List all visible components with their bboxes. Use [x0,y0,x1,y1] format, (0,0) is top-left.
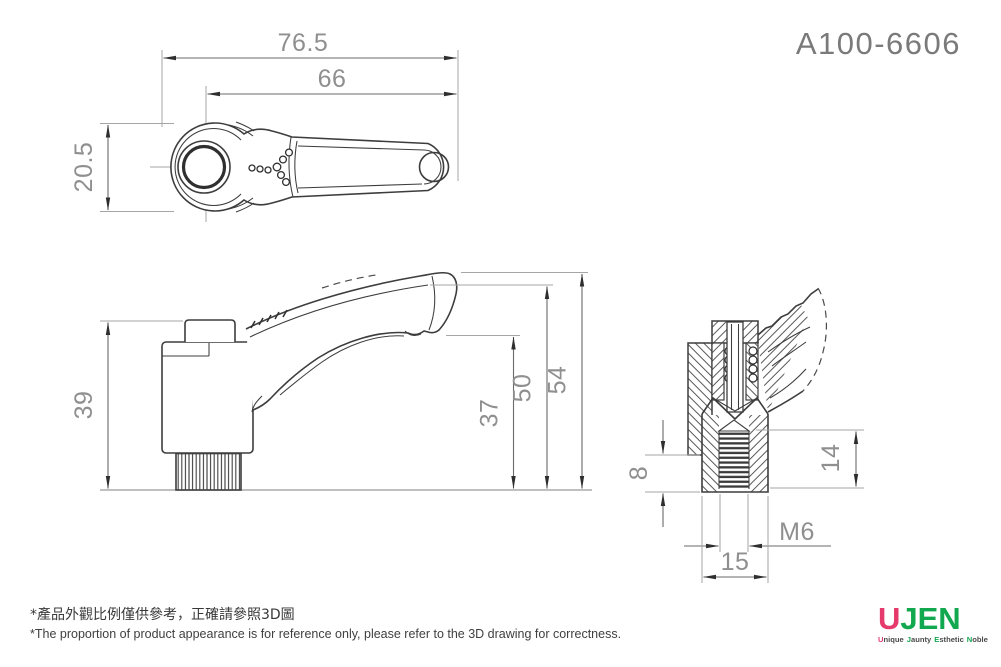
arm-end-hole [418,151,450,183]
thread-bore [719,431,749,489]
tagline-word-noble: N [966,635,973,644]
cam-chevron-inner [712,397,758,412]
clamp-body [161,341,254,454]
handle-top-inner [249,284,429,338]
dim-underside-height: 37 [446,335,520,489]
arm-inner-top [297,145,425,151]
stub-contour3 [769,368,807,399]
tagline-word-esthetic: E [934,635,940,644]
handle-hidden-edge [321,274,377,289]
dim-label-total: 54 [544,366,572,395]
dim-thread-length: 14 [756,429,864,489]
knurled-nut [175,452,242,491]
grip-dot-pattern [248,148,294,187]
dim-label-mid: 50 [509,374,537,403]
dim-label-base-width: 15 [721,548,750,576]
dim-label-arm: 66 [318,65,347,93]
handle-outline [245,271,458,411]
dim-head-width: 20.5 [70,123,174,212]
section-wall-left [711,342,725,401]
handle-root-fillet [251,395,263,413]
brand-letter-u: U [878,601,901,636]
tagline-word-jaunty: J [906,635,911,644]
side-view: 39 37 50 54 [70,271,592,491]
stub-break-arc [802,287,827,392]
dim-label-thread-size: M6 [779,518,815,546]
dim-arm-length: 66 [207,65,457,97]
stub-bottom-edge [767,390,804,413]
footnote-chinese: *產品外觀比例僅供參考，正確請參照3D圖 [30,607,295,623]
boss-facet-bottom [228,197,254,210]
dim-label-overall: 76.5 [278,29,329,57]
brand-letters-jen: JEN [900,601,961,636]
base-wall-right [749,415,768,492]
arm-joint-line2 [294,140,299,194]
dim-total-height: 54 [461,272,588,489]
footnote-english: *The proportion of product appearance is… [30,627,622,641]
footnotes: *產品外觀比例僅供參考，正確請參照3D圖 *The proportion of … [30,604,621,641]
dim-label-under: 37 [476,399,504,428]
boss-facet-bottom2 [235,202,255,213]
arm-end-inner-arc [423,149,442,185]
dim-label-head: 20.5 [70,142,98,193]
part-number: A100-6606 [795,26,961,61]
dim-overall-length: 76.5 [161,29,459,181]
arm-inner-bottom [297,183,423,189]
tagline-word-unique: U [878,635,884,644]
thread-cone [717,419,751,432]
handle-tip-notch [404,330,422,336]
dim-mid-height: 50 [430,284,553,489]
dim-thread-size: M6 [684,494,831,552]
boss-facet-top [228,124,254,137]
section-view: 8 14 M6 15 [625,287,864,583]
hub-outer-ring [177,140,231,194]
top-view: 76.5 66 20.5 [70,29,459,222]
hub-bore [181,144,227,190]
dim-collar-height: 8 [625,420,700,527]
stub-break-line [757,288,819,336]
boss-inner-arc [174,127,242,207]
release-button [184,319,236,342]
base-wall-left [702,415,719,492]
handle-bottom-inner [279,335,405,396]
brand-wordmark: UJEN [878,603,990,634]
body-step [162,343,210,357]
cam-chevron [701,396,769,421]
lever-top-outline [170,122,445,212]
base-outline [701,414,769,493]
dim-label-thread-length: 14 [817,444,845,473]
stub-contour2 [771,341,807,367]
boss-facet-top2 [235,121,255,132]
dim-base-width: 15 [701,496,769,583]
center-stem [726,321,744,413]
dim-label-collar: 8 [625,466,653,480]
handle-serrations [250,309,288,329]
handle-tip-cap-line [428,275,436,331]
dim-body-height: 39 [70,320,183,489]
stub-contour1 [767,326,811,353]
arm-joint-line1 [288,136,294,198]
dim-label-body: 39 [70,391,98,420]
